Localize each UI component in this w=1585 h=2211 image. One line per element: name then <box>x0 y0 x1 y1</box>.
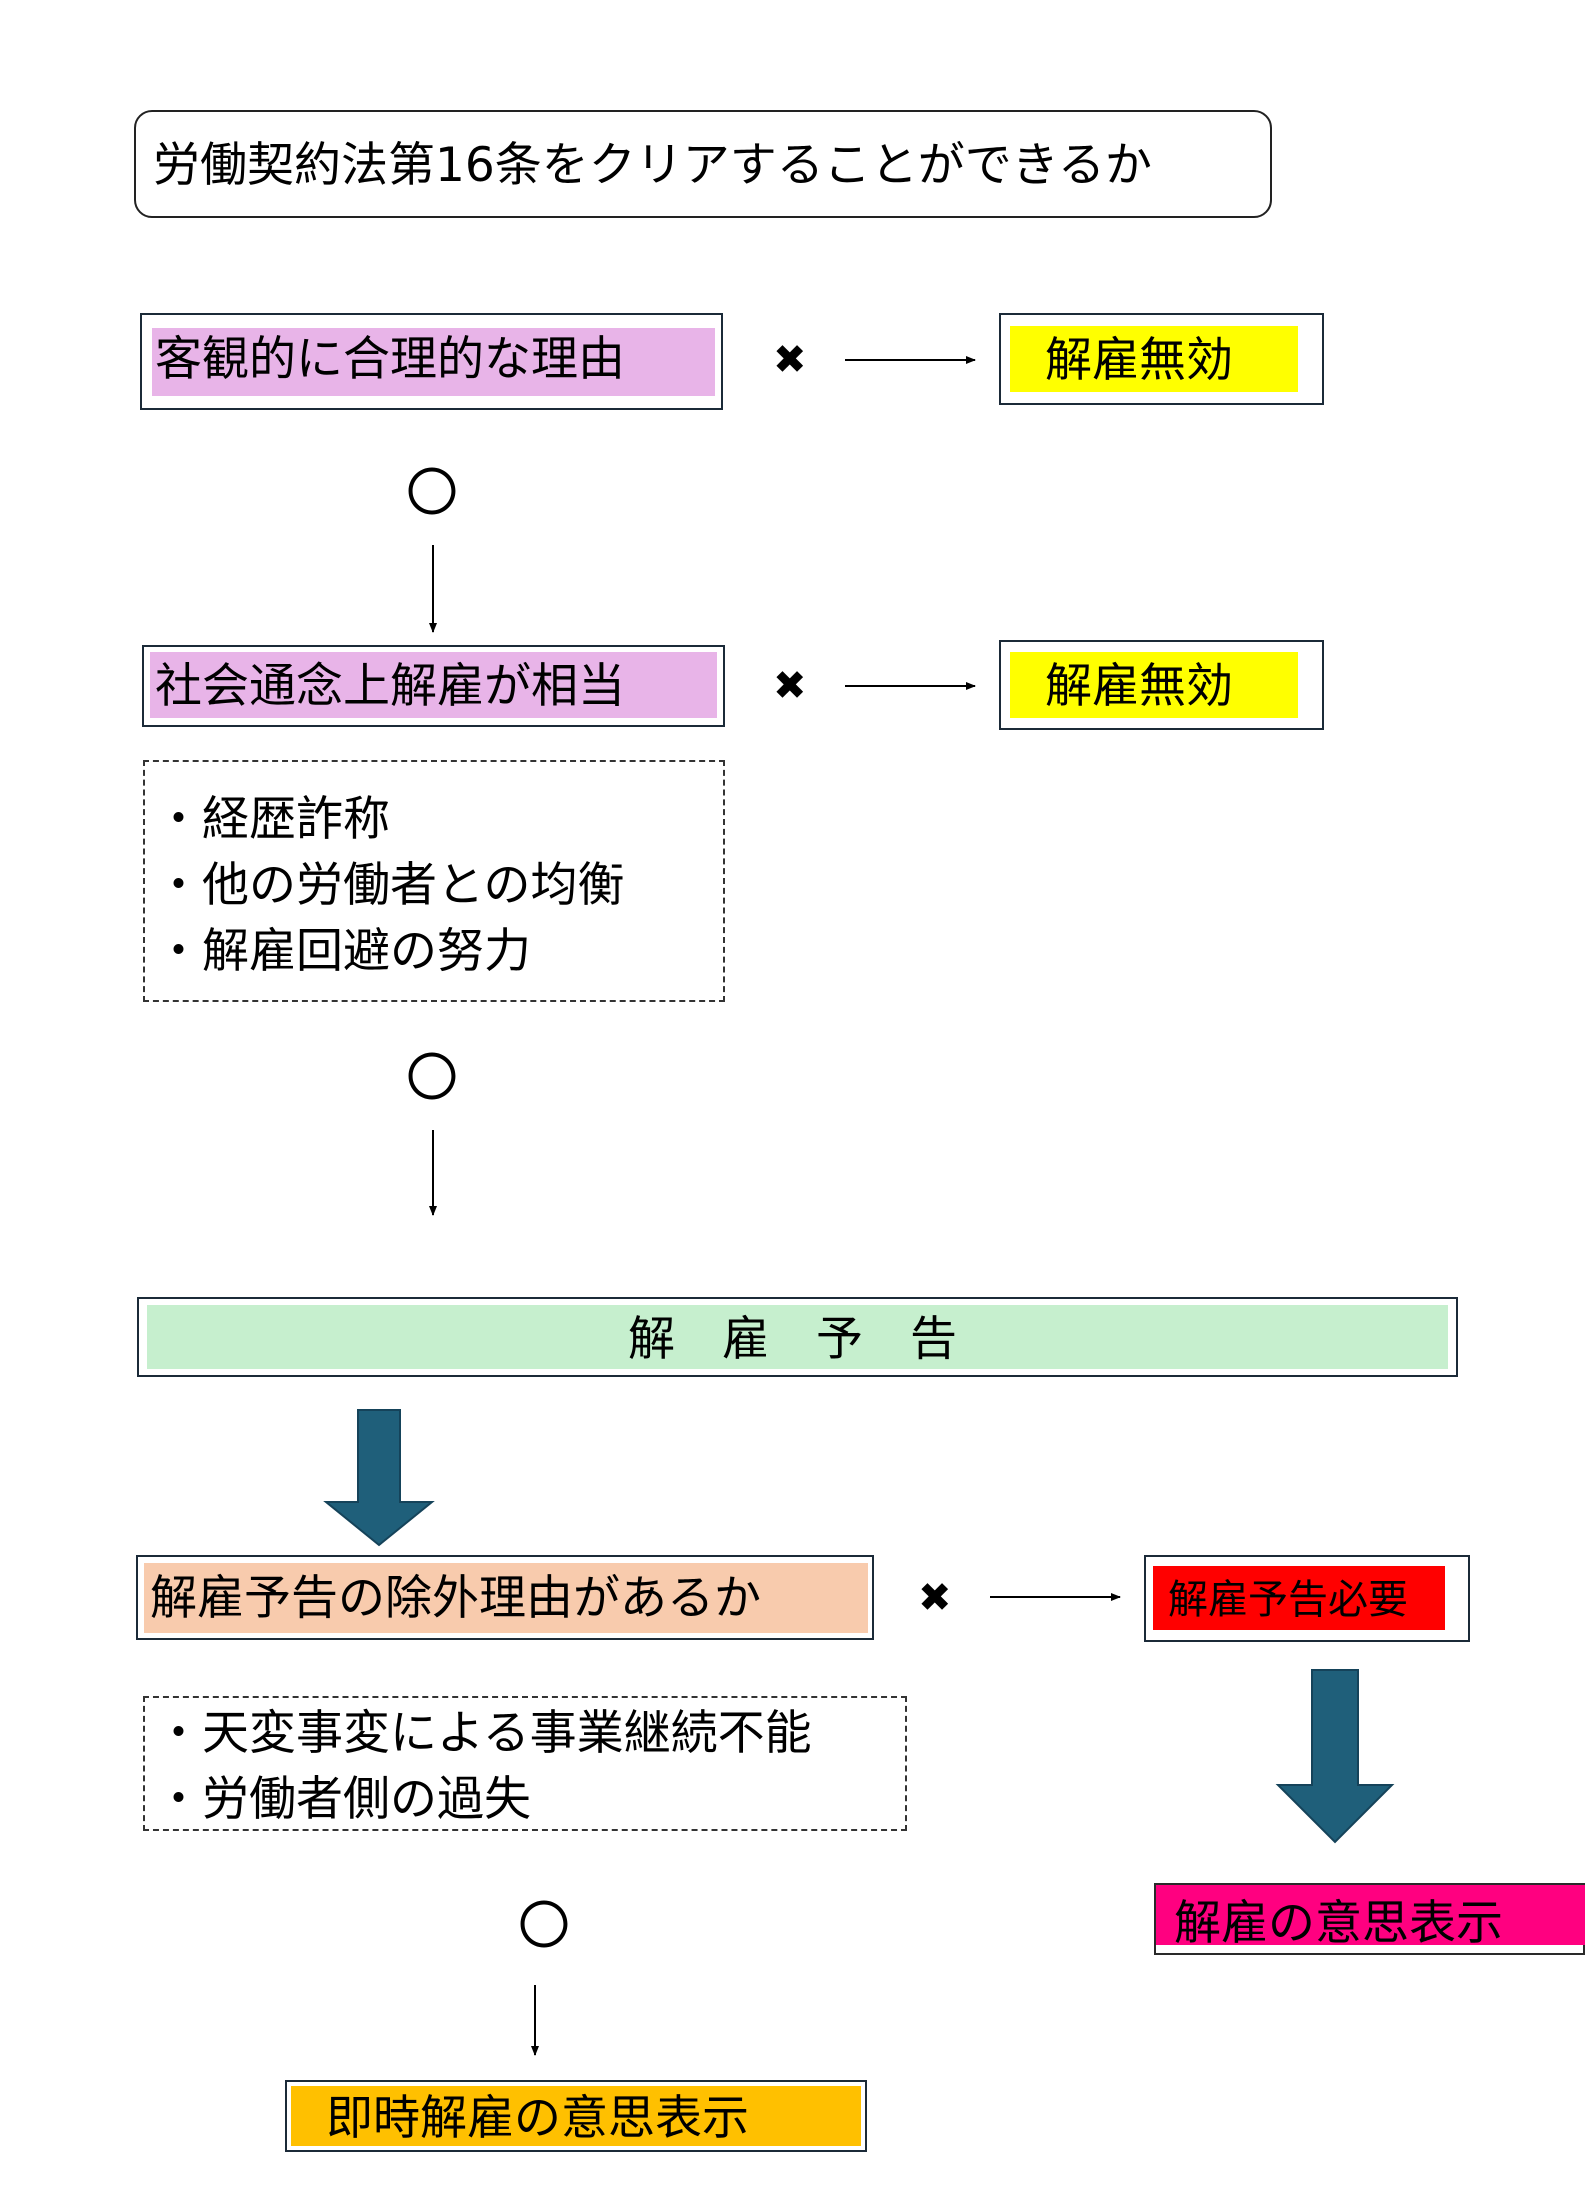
title-box <box>134 110 1272 218</box>
step1-label: 客観的に合理的な理由 <box>155 332 625 387</box>
step2-factor-3: ・解雇回避の努力 <box>155 924 531 979</box>
step3-result-label: 解雇予告必要 <box>1168 1577 1408 1623</box>
step1-result-highlight <box>1010 326 1298 392</box>
step3-factors-box <box>143 1696 907 1831</box>
step3-label: 解雇予告の除外理由があるか <box>150 1571 761 1626</box>
notice-box <box>137 1297 1458 1377</box>
title-text: 労働契約法第16条をクリアすることができるか <box>153 138 1152 193</box>
big-arrow-notice-required <box>1275 1669 1395 1844</box>
step1-highlight <box>152 328 715 396</box>
step3-circle-icon: 〇 <box>518 1897 571 1957</box>
outcome-with-notice-label: 解雇の意思表示 <box>1174 1896 1503 1951</box>
step2-label: 社会通念上解雇が相当 <box>155 659 625 714</box>
step2-box <box>142 645 725 727</box>
step1-result-label: 解雇無効 <box>1045 333 1233 388</box>
step2-result-box <box>999 640 1324 730</box>
step2-circle-icon: 〇 <box>406 1049 459 1109</box>
step3-cross-icon: ✖ <box>918 1575 952 1621</box>
step2-factor-2: ・他の労働者との均衡 <box>155 858 625 913</box>
step2-cross-icon: ✖ <box>773 663 807 709</box>
notice-highlight <box>147 1305 1448 1369</box>
step2-result-label: 解雇無効 <box>1045 659 1233 714</box>
step1-circle-icon: 〇 <box>406 464 459 524</box>
step1-cross-icon: ✖ <box>773 337 807 383</box>
step3-result-highlight <box>1153 1566 1445 1630</box>
step2-factors-box <box>143 760 725 1002</box>
outcome-immediate-box <box>285 2080 867 2152</box>
step3-highlight <box>144 1563 868 1633</box>
step3-result-box <box>1144 1555 1470 1642</box>
big-arrow-notice <box>323 1409 435 1547</box>
notice-label: 解 雇 予 告 <box>628 1312 957 1367</box>
step3-factor-1: ・天変事変による事業継続不能 <box>155 1706 812 1761</box>
step1-result-box <box>999 313 1324 405</box>
step3-box <box>136 1555 874 1640</box>
step2-result-highlight <box>1010 652 1298 718</box>
step3-factor-2: ・労働者側の過失 <box>155 1772 531 1827</box>
step2-highlight <box>150 652 717 718</box>
step1-box <box>140 313 723 410</box>
outcome-with-notice-highlight <box>1156 1885 1585 1945</box>
step2-factor-1: ・経歴詐称 <box>155 792 390 847</box>
outcome-immediate-highlight <box>291 2086 861 2146</box>
outcome-immediate-label: 即時解雇の意思表示 <box>326 2091 749 2146</box>
